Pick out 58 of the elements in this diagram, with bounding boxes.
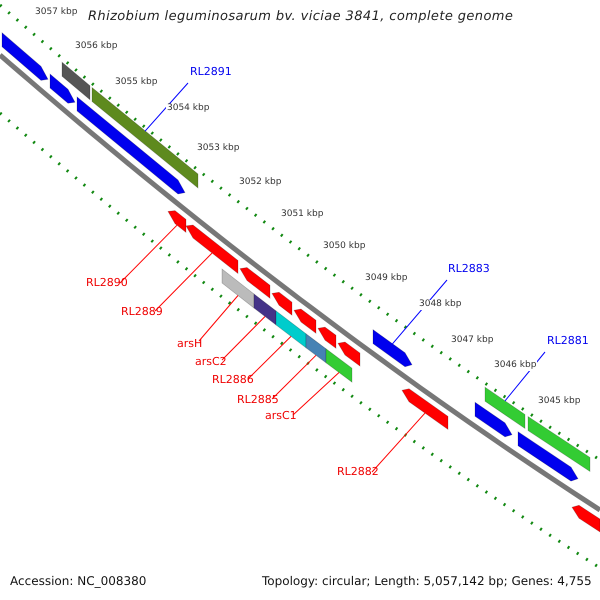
scale-label: 3045 kbp [537, 397, 582, 407]
gene-feature [518, 431, 579, 482]
scale-label: 3046 kbp [493, 361, 538, 371]
gene-feature [167, 210, 186, 234]
gene-feature [293, 308, 316, 334]
gene-bar [62, 61, 90, 101]
gene-feature [474, 402, 513, 438]
gene-feature [2, 32, 49, 81]
gene-feature [571, 504, 600, 533]
footer-text: Topology: circular; Length: 5,057,142 bp; Genes: 4,755 [262, 575, 592, 588]
leader-line [372, 412, 426, 472]
scale-label: 3052 kbp [238, 178, 282, 188]
scale-label: 3048 kbp [418, 300, 462, 310]
gene-label: arsC1 [265, 410, 297, 422]
gene-bar [276, 310, 306, 348]
gene-label: RL2883 [448, 263, 490, 276]
scale-label: 3050 kbp [322, 242, 366, 252]
gene-feature [317, 326, 336, 349]
gene-feature [401, 388, 448, 430]
leader-line [222, 316, 266, 360]
leader-line [144, 82, 188, 132]
leader-line [248, 336, 292, 380]
gene-feature [185, 224, 238, 274]
scale-label: 3049 kbp [364, 274, 408, 284]
gene-label: RL2885 [237, 394, 279, 406]
leader-line [120, 224, 178, 284]
gene-label: RL2881 [547, 335, 589, 348]
scale-label: 3051 kbp [280, 210, 324, 220]
scale-label: 3057 kbp [34, 8, 78, 18]
gene-bar [484, 386, 526, 430]
gene-label: RL2890 [86, 277, 128, 290]
leader-line [154, 252, 212, 312]
scale-label: 3047 kbp [450, 336, 494, 346]
gene-label: RL2886 [212, 374, 254, 386]
gene-feature [337, 342, 360, 367]
title: Rhizobium leguminosarum bv. viciae 3841, complete genome [88, 10, 514, 24]
gene-feature [271, 292, 292, 316]
leader-line [198, 295, 238, 342]
gene-label: arsC2 [195, 356, 227, 368]
scale-label: 3056 kbp [74, 42, 118, 52]
leader-line [292, 372, 340, 416]
footer-text: Accession: NC_008380 [10, 575, 146, 588]
gene-bar [222, 268, 254, 309]
scale-label: 3055 kbp [114, 78, 158, 88]
gene-label: RL2891 [190, 66, 232, 78]
gene-bar [528, 416, 590, 472]
gene-bar [254, 293, 276, 326]
scale-label: 3054 kbp [166, 104, 210, 114]
gene-label: RL2882 [337, 466, 379, 478]
scale-label: 3053 kbp [196, 144, 240, 154]
gene-feature [372, 328, 413, 368]
gene-label: RL2889 [121, 306, 163, 318]
gene-feature [50, 73, 76, 104]
gene-label: arsH [177, 338, 202, 350]
gene-bar [306, 333, 326, 364]
leader-line [272, 354, 316, 400]
gene-feature [239, 267, 270, 300]
gene-bar [326, 348, 352, 383]
